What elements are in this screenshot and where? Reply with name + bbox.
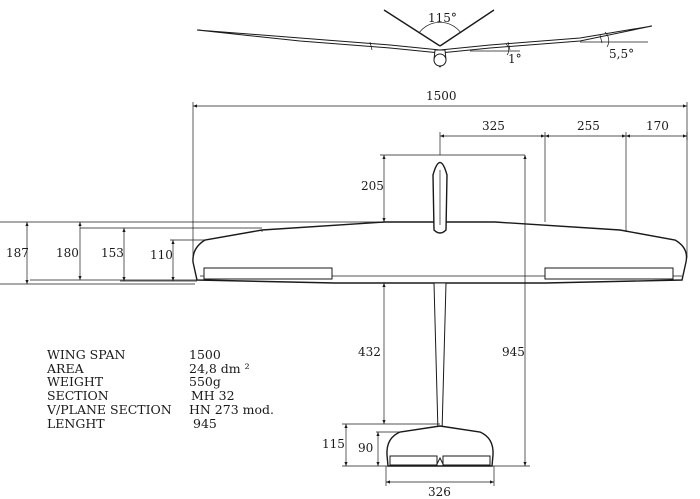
front-view: 115° 1° 5,5°	[196, 9, 653, 68]
dim-tip-panel: 170	[646, 119, 669, 133]
right-elevator	[442, 455, 491, 466]
left-elevator	[389, 455, 438, 466]
spec-label: AREA	[46, 361, 85, 376]
dim-stab: 90	[358, 441, 373, 455]
spec-value: 24,8 dm ²	[189, 361, 250, 376]
angle-arc-115	[418, 21, 462, 34]
spec-value: MH 32	[191, 388, 235, 403]
dihedral-angle-label: 115°	[428, 11, 457, 25]
spec-label: WEIGHT	[47, 374, 104, 389]
spec-label: V/PLANE SECTION	[46, 402, 172, 417]
elevator-notch	[435, 456, 445, 467]
front-wing-outline	[196, 25, 653, 54]
front-wing-break-left	[369, 41, 373, 51]
spec-value: 945	[193, 416, 217, 431]
dim-mid: 153	[101, 246, 124, 260]
dim-inner-panel: 325	[482, 119, 505, 133]
dimension-lines: 1500 325 255 170 205 187 180 153 110	[0, 89, 688, 499]
dim-nose: 205	[361, 179, 384, 193]
fuselage-front-circle	[433, 53, 447, 67]
dim-root: 180	[56, 246, 79, 260]
v-tail-left	[383, 9, 441, 47]
dim-tip: 110	[150, 248, 173, 262]
dim-span: 1500	[426, 89, 457, 103]
dim-stab-span: 326	[428, 485, 451, 499]
fuselage-boom	[433, 282, 447, 433]
right-aileron	[544, 267, 674, 280]
plan-view	[192, 161, 688, 467]
spec-label: LENGHT	[47, 416, 105, 431]
inner-dihedral-label: 1°	[508, 52, 522, 66]
left-aileron	[203, 267, 333, 280]
dim-fuselage-length: 945	[502, 345, 525, 359]
angle-arc-5-5	[604, 31, 610, 48]
outer-dihedral-label: 5,5°	[609, 47, 634, 61]
dim-tail-moment: 432	[358, 345, 381, 359]
angle-arc-1	[505, 43, 510, 56]
dim-root-overall: 187	[6, 246, 29, 260]
spec-table: WING SPAN 1500 AREA 24,8 dm ² WEIGHT 550…	[46, 347, 274, 431]
dim-mid-panel: 255	[577, 119, 600, 133]
spec-label: WING SPAN	[47, 347, 126, 362]
dim-stab-overall: 115	[322, 437, 345, 451]
spec-value: 550g	[189, 374, 221, 389]
spec-label: SECTION	[47, 388, 109, 403]
spec-value: 1500	[189, 347, 221, 362]
front-wing-break-right	[507, 41, 511, 51]
spec-value: HN 273 mod.	[189, 402, 274, 417]
v-tail-right	[439, 9, 495, 47]
